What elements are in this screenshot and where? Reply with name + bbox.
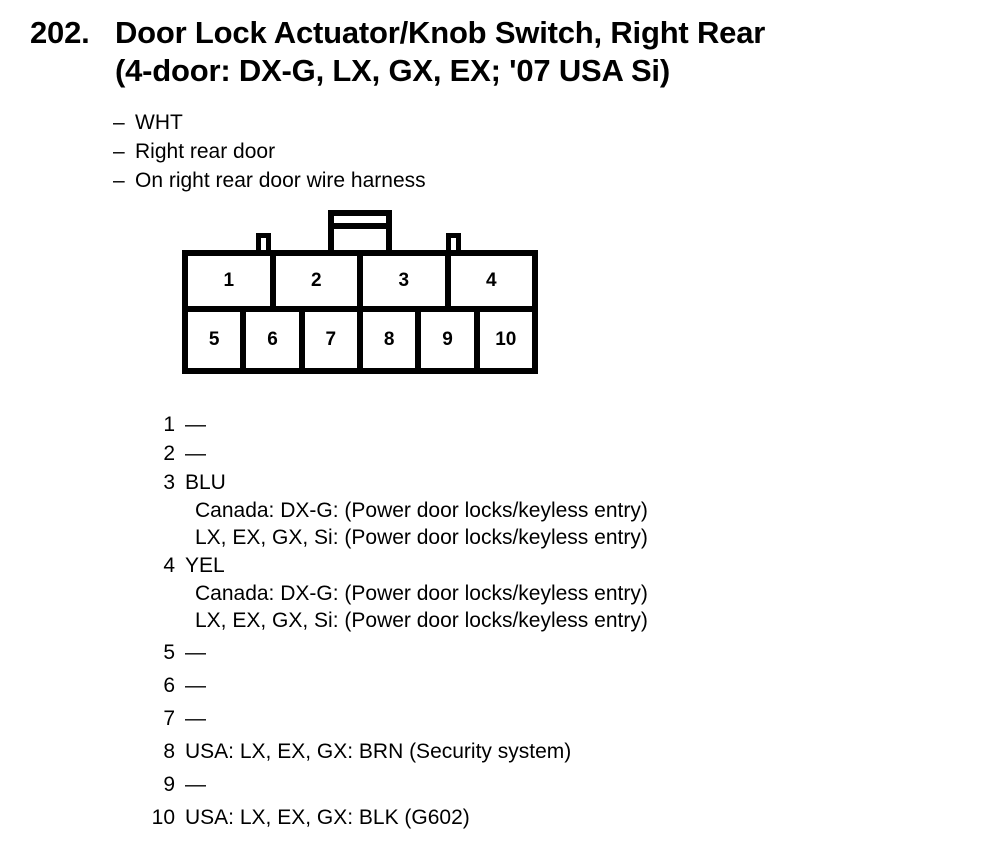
connector-pin-cell: 5 (188, 312, 247, 368)
title-text-primary: Door Lock Actuator/Knob Switch, Right Re… (115, 15, 766, 50)
pin-sub-line: LX, EX, GX, Si: (Power door locks/keyles… (195, 526, 648, 549)
connector-latch-icon (328, 210, 392, 252)
page-title: 202. Door Lock Actuator/Knob Switch, Righ… (30, 14, 970, 90)
pin-value: — (185, 442, 206, 465)
pin-legend-entry: 4 YEL Canada: DX-G: (Power door locks/ke… (130, 551, 890, 634)
connector-pin-cell: 6 (246, 312, 305, 368)
pin-legend-main: 1 — (130, 410, 890, 439)
item-number: 202. (30, 15, 90, 50)
title-line-1: 202. Door Lock Actuator/Knob Switch, Righ… (30, 14, 970, 52)
dash-icon: – (113, 140, 125, 163)
connector-pin-cell: 1 (188, 256, 276, 306)
pin-legend-entry: 8 USA: LX, EX, GX: BRN (Security system) (130, 737, 890, 766)
pin-number: 1 (163, 413, 175, 436)
pin-number: 2 (163, 442, 175, 465)
pin-value: USA: LX, EX, GX: BLK (G602) (185, 806, 470, 829)
pin-legend-entry: 2 — (130, 439, 890, 468)
note-label: Right rear door (135, 140, 276, 163)
pin-legend-main: 2 — (130, 439, 890, 468)
connector-pin-row-top: 1 2 3 4 (188, 256, 532, 312)
pin-legend-main: 10 USA: LX, EX, GX: BLK (G602) (130, 803, 890, 832)
connector-body: 1 2 3 4 5 6 7 8 9 10 (182, 250, 538, 374)
pin-value: — (185, 674, 206, 697)
pin-number: 3 (163, 471, 175, 494)
pin-legend-main: 8 USA: LX, EX, GX: BRN (Security system) (130, 737, 890, 766)
note-item: –WHT (113, 108, 713, 137)
connector-pin-cell: 8 (363, 312, 422, 368)
pin-legend-entry: 6 — (130, 671, 890, 700)
connector-tab-right-icon (446, 233, 461, 252)
note-item: –On right rear door wire harness (113, 166, 713, 195)
pin-legend-main: 4 YEL (130, 551, 890, 580)
pin-value: USA: LX, EX, GX: BRN (Security system) (185, 740, 572, 763)
pin-legend-entry: 1 — (130, 410, 890, 439)
pin-sub-line: Canada: DX-G: (Power door locks/keyless … (195, 499, 648, 522)
pin-legend-main: 6 — (130, 671, 890, 700)
pin-number: 9 (163, 773, 175, 796)
pin-legend-entry: 9 — (130, 770, 890, 799)
pin-legend-entry: 10 USA: LX, EX, GX: BLK (G602) (130, 803, 890, 832)
notes-list: –WHT –Right rear door –On right rear doo… (113, 108, 713, 195)
pin-legend-list: 1 — 2 — 3 BLU Canada: DX-G: (Power door … (130, 410, 890, 832)
connector-pin-cell: 2 (276, 256, 363, 306)
pin-value: BLU (185, 471, 226, 494)
pin-number: 8 (163, 740, 175, 763)
dash-icon: – (113, 111, 125, 134)
connector-pin-row-bottom: 5 6 7 8 9 10 (188, 312, 532, 368)
connector-pin-cell: 7 (305, 312, 363, 368)
pin-number: 7 (163, 707, 175, 730)
title-line-2: (4-door: DX-G, LX, GX, EX; '07 USA Si) (115, 53, 670, 88)
pin-legend-main: 5 — (130, 638, 890, 667)
pin-legend-entry: 5 — (130, 638, 890, 667)
pin-sub-line: LX, EX, GX, Si: (Power door locks/keyles… (195, 609, 648, 632)
note-label: On right rear door wire harness (135, 169, 426, 192)
pin-legend-main: 9 — (130, 770, 890, 799)
pin-number: 6 (163, 674, 175, 697)
pin-value: — (185, 641, 206, 664)
pin-value: — (185, 707, 206, 730)
connector-tabs (182, 208, 538, 252)
pin-number: 10 (151, 806, 175, 829)
pin-number: 5 (163, 641, 175, 664)
latch-bar (334, 223, 386, 229)
connector-pin-cell: 3 (363, 256, 451, 306)
pin-legend-entry: 7 — (130, 704, 890, 733)
pin-value: — (185, 773, 206, 796)
pin-legend-entry: 3 BLU Canada: DX-G: (Power door locks/ke… (130, 468, 890, 551)
connector-pin-cell: 9 (421, 312, 480, 368)
connector-diagram: 1 2 3 4 5 6 7 8 9 10 (182, 208, 538, 374)
pin-legend-main: 7 — (130, 704, 890, 733)
connector-tab-left-icon (256, 233, 271, 252)
pin-sub-line: Canada: DX-G: (Power door locks/keyless … (195, 582, 648, 605)
pin-value: YEL (185, 554, 225, 577)
dash-icon: – (113, 169, 125, 192)
note-label: WHT (135, 111, 183, 134)
pin-number: 4 (163, 554, 175, 577)
pin-legend-main: 3 BLU (130, 468, 890, 497)
connector-pin-cell: 4 (485, 270, 497, 291)
pin-value: — (185, 413, 206, 436)
connector-pin-cell: 10 (495, 329, 517, 350)
note-item: –Right rear door (113, 137, 713, 166)
